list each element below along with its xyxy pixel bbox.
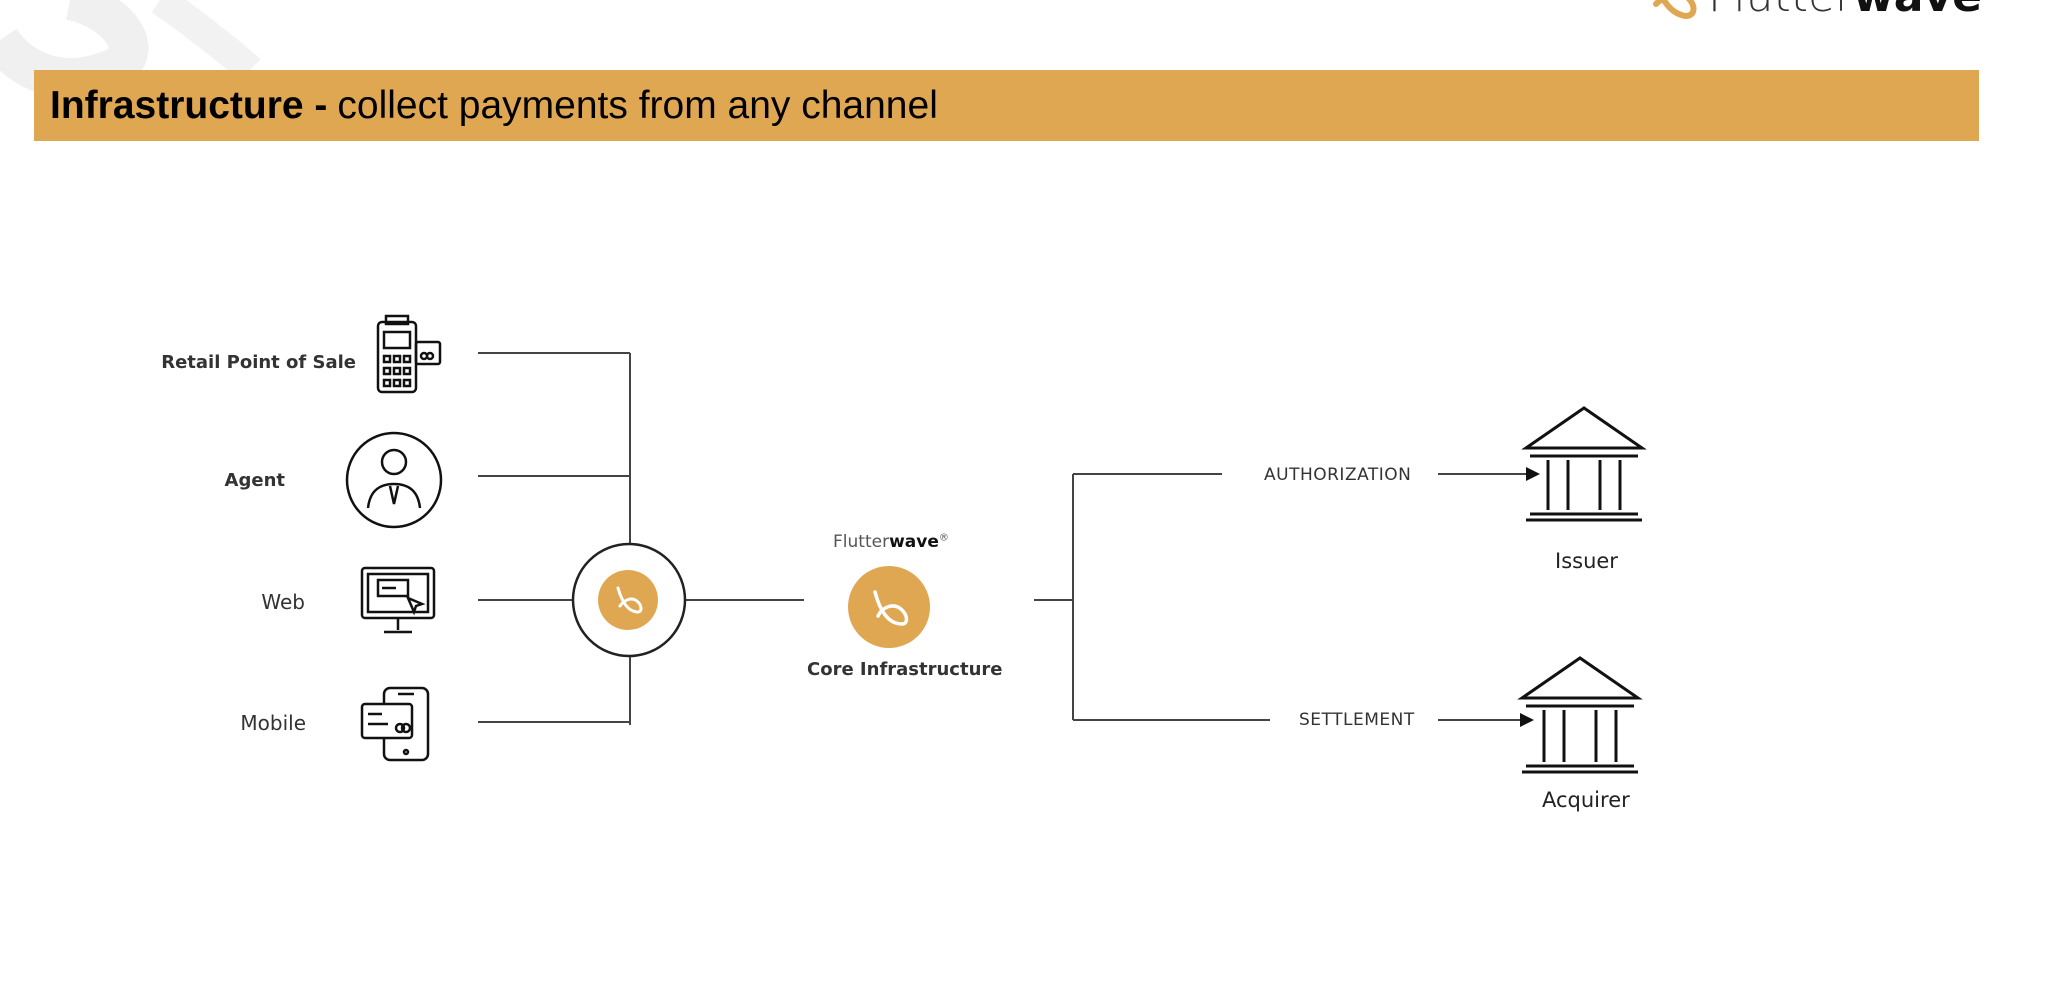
title-banner: Infrastructure - collect payments from a… [34, 70, 1979, 141]
channel-label-web: Web [261, 590, 305, 614]
arrow-head-icon [1526, 467, 1540, 481]
flow-step-authorization: AUTHORIZATION [1264, 465, 1412, 485]
arrow-head-icon [1520, 713, 1534, 727]
core-brand-registered: ® [938, 532, 949, 544]
channel-label-pos: Retail Point of Sale [161, 352, 356, 373]
flutterwave-butterfly-icon [1653, 0, 1697, 20]
bank-building-icon [1517, 656, 1643, 774]
channel-label-agent: Agent [224, 470, 285, 491]
banner-title-bold: Infrastructure - [50, 83, 328, 127]
pos-terminal-icon [376, 314, 442, 394]
connector-lines [478, 352, 1528, 725]
mobile-phone-icon [360, 686, 430, 762]
channel-label-mobile: Mobile [240, 711, 306, 735]
flow-step-settlement: SETTLEMENT [1299, 710, 1415, 730]
core-brand-text: Flutterwave® [833, 532, 949, 552]
core-brand-bold: wave [889, 532, 939, 552]
core-infrastructure-label: Core Infrastructure [807, 659, 1003, 680]
bank-building-icon [1521, 406, 1647, 522]
watermark-swirl [0, 0, 261, 98]
web-monitor-icon [360, 566, 436, 634]
party-label-issuer: Issuer [1555, 549, 1618, 573]
core-infrastructure-node [848, 566, 930, 648]
brand-name-bold: wave [1853, 0, 1982, 22]
brand-name-light: Flutter [1708, 0, 1853, 22]
channel-hub [571, 542, 687, 658]
party-label-acquirer: Acquirer [1542, 788, 1630, 812]
flutterwave-butterfly-icon [616, 586, 643, 614]
agent-person-icon [345, 431, 443, 529]
arrow-heads [1520, 467, 1540, 727]
core-brand-light: Flutter [833, 532, 890, 552]
banner-title-rest: collect payments from any channel [337, 83, 938, 127]
brand-logo: Flutterwave [1646, 0, 1982, 22]
flutterwave-butterfly-icon [873, 590, 909, 626]
